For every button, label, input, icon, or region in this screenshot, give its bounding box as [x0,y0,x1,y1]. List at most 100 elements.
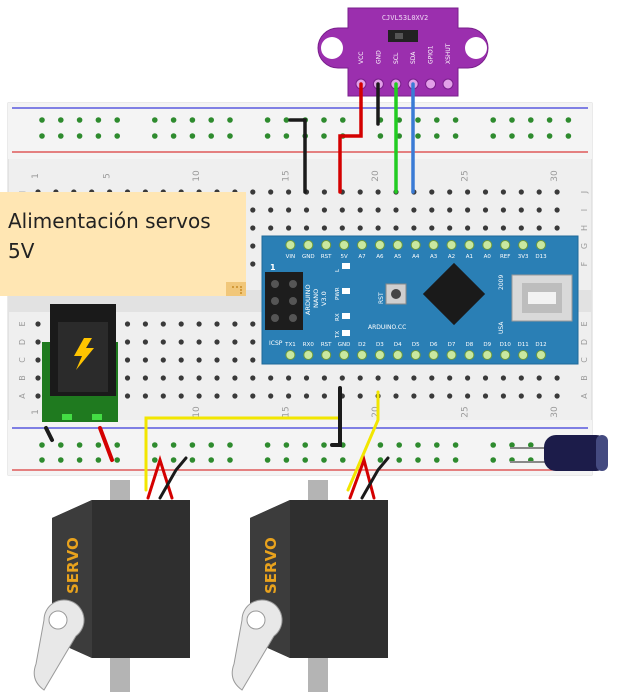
rail-hole [377,457,384,463]
breadboard-hole [124,339,131,345]
breadboard-hole [393,207,399,213]
breadboard-hole [554,225,560,231]
arduino-pin [500,350,511,360]
breadboard-hole [375,207,381,213]
arduino-pin [303,350,314,360]
row-letter: D [18,339,27,345]
rail-hole [95,442,102,448]
rail-hole [283,117,290,123]
arduino-pin [357,350,367,360]
breadboard-hole [536,189,542,195]
column-number: 20 [371,170,381,182]
breadboard-hole [268,375,274,381]
rail-hole [396,442,403,448]
breadboard-hole [518,189,524,195]
arduino-pin-label: RX0 [303,342,315,348]
rail-hole [490,133,497,139]
rail-hole [302,457,309,463]
servo1-black-lead [158,456,188,500]
rail-hole [189,133,196,139]
power-note: Alimentación servos 5V [0,192,246,296]
servo-motor-2: SERVO [231,480,388,692]
breadboard-hole [35,357,41,363]
breadboard-hole [250,261,256,267]
breadboard-hole [178,339,184,345]
servo-horn-hub [48,610,68,630]
wire-gnd-rail-black [288,118,307,194]
rail-hole [452,442,459,448]
rail-hole [39,442,45,448]
breadboard-hole [268,207,274,213]
rail-hole [377,133,384,139]
breadboard-hole [232,339,238,345]
rail-hole [189,442,196,448]
rail-hole [58,457,64,463]
rail-hole [58,442,64,448]
arduino-pin-label: D8 [466,342,474,348]
rail-hole [321,457,327,463]
breadboard-hole [321,207,327,213]
rail-hole [152,457,158,463]
row-letter: E [18,321,27,326]
rail-hole [490,117,497,123]
breadboard-hole [160,375,166,381]
breadboard-hole [357,393,363,399]
led-pwr [342,288,350,294]
rail-hole [76,442,83,448]
rail-hole [114,442,120,448]
breadboard-hole [321,393,327,399]
icsp-pin [271,314,279,322]
led-l-label: L [335,268,341,272]
column-number: 25 [461,170,471,181]
breadboard-hole [214,339,220,345]
arduino-pin-label: REF [500,254,510,260]
breadboard-hole [339,375,345,381]
arduino-pin [446,240,457,250]
breadboard-hole [465,225,471,231]
icsp-label: ICSP [269,340,283,347]
breadboard-hole [554,189,560,195]
breadboard-hole [447,207,453,213]
arduino-pin [536,240,546,250]
arduino-pin-label: D3 [376,342,384,348]
rail-hole [490,457,497,463]
breadboard-hole [250,243,256,249]
arduino-pin [518,240,529,250]
arduino-pin-label: D12 [535,342,546,348]
breadboard-hole [447,225,453,231]
rail-hole [264,442,271,448]
breadboard-hole [536,393,542,399]
breadboard-hole [160,339,166,345]
breadboard-hole [178,357,184,363]
arduino-pin-label: VIN [286,254,296,260]
breadboard-hole [250,393,256,399]
rail-hole [114,457,120,463]
sensor-pin [425,78,437,90]
breadboard-hole [429,375,435,381]
breadboard-hole [554,393,560,399]
arduino-pin [392,350,403,360]
rail-hole [95,117,102,123]
arduino-pin-label: D10 [500,342,512,348]
breadboard-hole [160,357,166,363]
breadboard-hole [554,207,560,213]
breadboard-hole [268,189,274,195]
breadboard-hole [160,393,166,399]
rail-hole [283,133,290,139]
sensor-pin-label: XSHUT [445,43,452,64]
rail-hole [264,117,271,123]
rail-hole [528,133,534,139]
breadboard-hole [518,225,524,231]
arduino-year-label: 2009 [498,275,505,290]
rail-hole [565,117,572,123]
rail-hole [95,457,102,463]
breadboard-hole [482,375,489,381]
rail-hole [415,457,421,463]
breadboard-hole [124,357,131,363]
breadboard-hole [321,375,327,381]
servo-label: SERVO [262,537,280,594]
rail-hole [76,133,83,139]
breadboard-hole [35,393,41,399]
rail-hole [39,133,45,139]
